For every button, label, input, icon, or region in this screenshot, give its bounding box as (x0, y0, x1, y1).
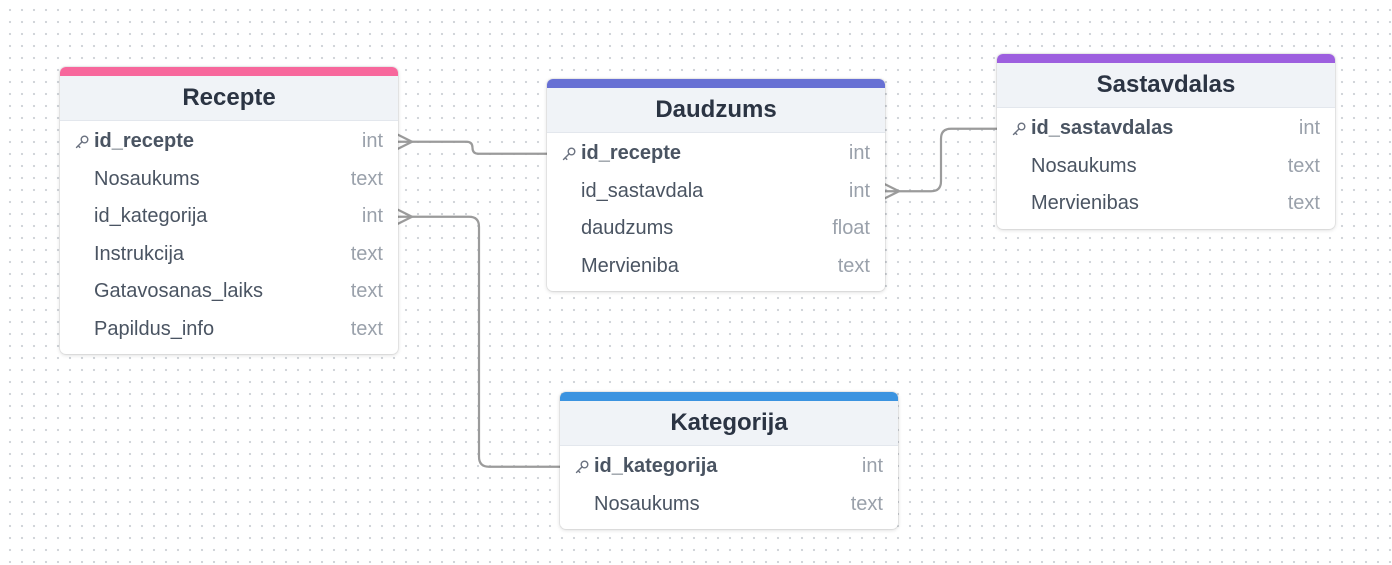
field-row-mervienibas[interactable]: Mervienibas text (997, 185, 1335, 223)
field-type: int (1298, 117, 1320, 140)
table-header[interactable]: Sastavdalas (997, 63, 1335, 108)
crows-foot-icon (883, 183, 901, 200)
field-type: text (350, 280, 383, 303)
field-row-nosaukums[interactable]: Nosaukums text (560, 486, 898, 524)
relationship-connector[interactable] (396, 133, 547, 155)
crows-foot-icon (396, 133, 414, 150)
field-type: int (361, 130, 383, 153)
field-name: Nosaukums (94, 167, 200, 190)
table-header[interactable]: Kategorija (560, 401, 898, 446)
field-type: int (361, 205, 383, 228)
field-name: id_kategorija (94, 205, 208, 228)
field-type: text (350, 317, 383, 340)
field-type: text (1287, 154, 1320, 177)
key-slot (561, 181, 581, 201)
field-row-instrukcija[interactable]: Instrukcija text (60, 236, 398, 274)
field-name: id_recepte (94, 130, 195, 153)
key-slot (561, 256, 581, 276)
field-row-id-kategorija[interactable]: id_kategorija int (560, 448, 898, 486)
field-row-id-recepte[interactable]: id_recepte int (547, 135, 885, 173)
field-row-id-sastavdala[interactable]: id_sastavdala int (547, 173, 885, 211)
field-type: int (861, 455, 883, 478)
table-header[interactable]: Recepte (60, 76, 398, 121)
field-type: int (848, 142, 870, 165)
field-name: Nosaukums (594, 492, 700, 515)
field-row-papildus-info[interactable]: Papildus_info text (60, 311, 398, 349)
field-name: Mervienibas (1031, 192, 1139, 215)
field-name: Mervieniba (581, 254, 679, 277)
field-name: Instrukcija (94, 242, 185, 265)
field-row-id-kategorija[interactable]: id_kategorija int (60, 198, 398, 236)
table-title: Kategorija (670, 409, 788, 436)
field-row-gatavosanas-laiks[interactable]: Gatavosanas_laiks text (60, 273, 398, 311)
table-title: Sastavdalas (1096, 71, 1236, 98)
key-slot (574, 494, 594, 514)
field-name: Nosaukums (1031, 154, 1137, 177)
relationship-connector[interactable] (396, 208, 560, 468)
key-icon (561, 144, 581, 164)
key-slot (74, 282, 94, 302)
key-slot (74, 244, 94, 264)
field-type: text (1287, 192, 1320, 215)
field-row-nosaukums[interactable]: Nosaukums text (60, 161, 398, 199)
field-row-nosaukums[interactable]: Nosaukums text (997, 148, 1335, 186)
table-accent-bar (560, 392, 898, 401)
field-row-id-sastavdalas[interactable]: id_sastavdalas int (997, 110, 1335, 148)
key-slot (1011, 156, 1031, 176)
connector-line (398, 215, 560, 468)
field-type: text (350, 167, 383, 190)
table-title: Daudzums (655, 96, 777, 123)
field-name: id_kategorija (594, 455, 718, 478)
connector-line (885, 127, 997, 193)
field-type: text (837, 254, 870, 277)
field-row-daudzums[interactable]: daudzums float (547, 210, 885, 248)
field-name: id_recepte (581, 142, 682, 165)
field-row-mervieniba[interactable]: Mervieniba text (547, 248, 885, 286)
key-icon (74, 132, 94, 152)
relationship-connector[interactable] (883, 127, 997, 200)
field-name: Gatavosanas_laiks (94, 280, 263, 303)
crows-foot-icon (396, 208, 414, 225)
key-slot (561, 219, 581, 239)
table-accent-bar (997, 54, 1335, 63)
field-name: Papildus_info (94, 317, 215, 340)
field-name: id_sastavdalas (1031, 117, 1174, 140)
field-type: float (832, 217, 870, 240)
field-type: text (850, 492, 883, 515)
key-icon (1011, 119, 1031, 139)
key-slot (74, 319, 94, 339)
key-slot (74, 169, 94, 189)
connector-line (398, 140, 547, 155)
table-header[interactable]: Daudzums (547, 88, 885, 133)
key-slot (74, 207, 94, 227)
field-type: text (350, 242, 383, 265)
table-title: Recepte (182, 84, 276, 111)
field-name: daudzums (581, 217, 674, 240)
table-accent-bar (547, 79, 885, 88)
field-name: id_sastavdala (581, 179, 704, 202)
field-type: int (848, 179, 870, 202)
field-row-id-recepte[interactable]: id_recepte int (60, 123, 398, 161)
key-icon (574, 457, 594, 477)
key-slot (1011, 194, 1031, 214)
table-accent-bar (60, 67, 398, 76)
